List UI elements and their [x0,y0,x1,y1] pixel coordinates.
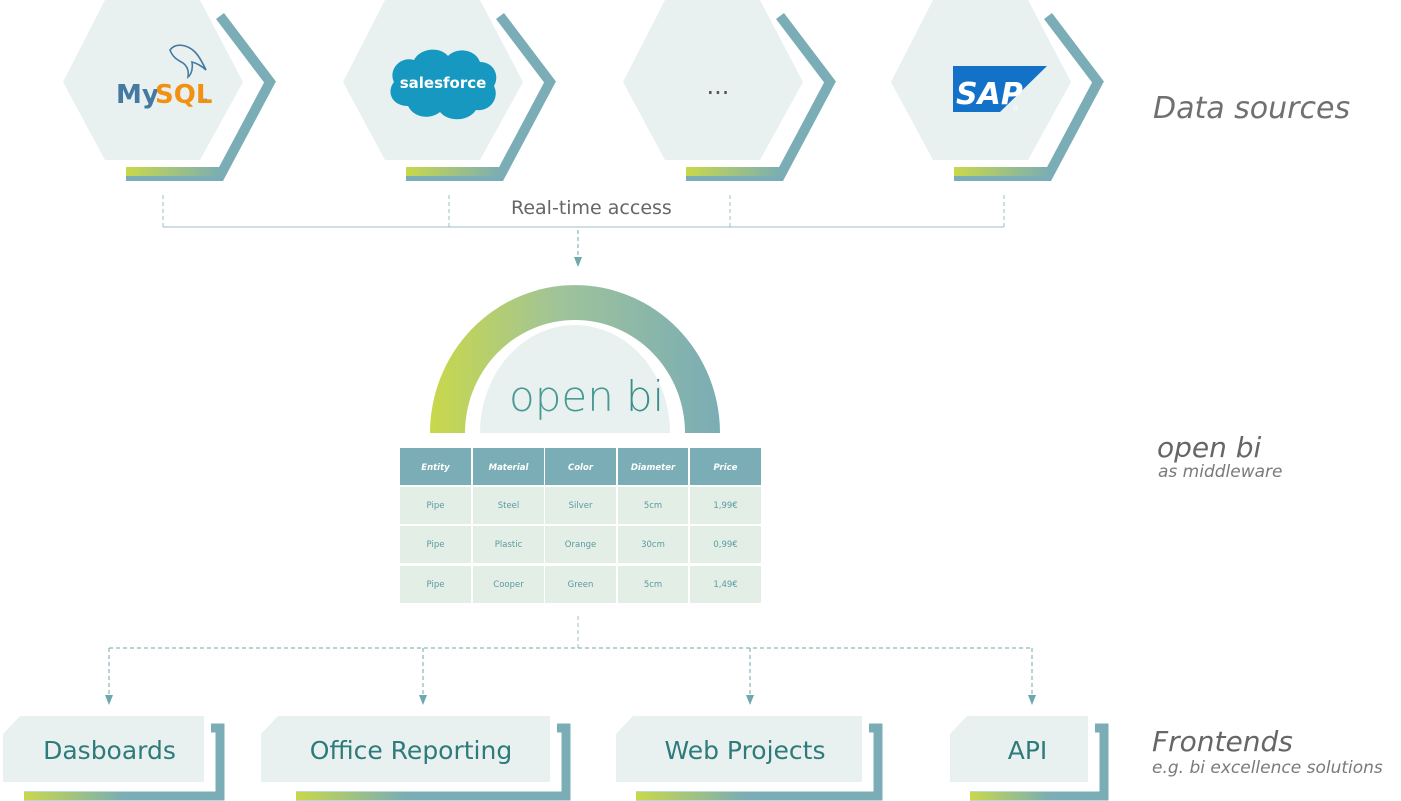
more-sources-ellipsis: ... [707,72,730,100]
table-cell-text: Steel [498,501,520,511]
frontend-label-api: API [1007,736,1048,765]
table-cell [400,526,471,563]
table-header-text: Price [714,463,738,473]
table-cell [545,566,616,603]
table-cell-text: Pipe [427,540,445,550]
openbi-brand-bi: bi [625,372,665,421]
mysql-logo-icon: My SQL ™ [116,44,212,110]
frontend-api [950,716,1109,801]
table-cell [473,566,544,603]
salesforce-text: salesforce [400,74,487,92]
middleware-subtitle: as middleware [1158,462,1283,482]
table-cell-text: Pipe [427,501,445,511]
table-cell-text: 5cm [644,501,662,511]
table-header-cell [473,448,544,485]
frontend-label-dashboards: Dasboards [43,736,176,765]
frontend-dashboards [3,716,225,801]
table-cell [690,487,761,524]
sap-text: SAP [956,77,1023,112]
frontends-subtitle: e.g. bi excellence solutions [1152,758,1383,778]
openbi-brand-open: open [509,372,614,421]
table-header-text: Entity [421,463,450,473]
table-cell [690,526,761,563]
frontend-label-office-reporting: Office Reporting [309,736,513,765]
top-connector-lines [162,195,1005,267]
frontends-title: Frontends [1152,725,1293,758]
table-cell [545,487,616,524]
mysql-trademark: ™ [202,98,208,105]
table-cell [400,487,471,524]
table-header-text: Diameter [631,463,676,473]
table-cell [618,566,688,603]
table-cell [618,487,688,524]
table-header-cell [545,448,616,485]
table-cell [618,526,688,563]
table-header-cell [690,448,761,485]
realtime-access-label: Real-time access [511,197,672,219]
table-cell-text: 1,49€ [713,580,737,590]
table-header-text: Color [568,463,594,473]
salesforce-cloud-icon: salesforce [390,49,497,120]
table-cell-text: Silver [569,501,593,511]
sap-registered: ® [1012,105,1019,113]
table-cell-text: 30cm [641,540,665,550]
mysql-text-my: My [116,80,159,110]
table-cell-text: Cooper [493,580,524,590]
table-cell-text: Orange [565,540,596,550]
table-cell [473,526,544,563]
table-header-cell [618,448,688,485]
sap-logo-icon: SAP ® [953,66,1047,113]
data-source-salesforce: salesforce [343,0,556,181]
bottom-connector-lines [105,616,1036,705]
openbi-arc [430,285,720,433]
frontend-label-web-projects: Web Projects [664,736,826,765]
table-cell-text: 0,99€ [713,540,737,550]
frontend-office-reporting [261,716,571,801]
table-cell-text: Green [568,580,594,590]
table-cell-text: Pipe [427,580,445,590]
middleware-title: open bi [1157,431,1262,464]
table-cell [690,566,761,603]
data-source-sap: SAP ® [891,0,1104,181]
data-sources-title: Data sources [1153,91,1351,126]
table-cell-text: Plastic [495,540,523,550]
data-source-more: ... [623,0,836,181]
table-cell-text: 1,99€ [713,501,737,511]
table-cell-text: 5cm [644,580,662,590]
data-source-mysql: My SQL ™ [63,0,276,181]
table-header-cell [400,448,471,485]
table-cell [473,487,544,524]
frontend-web-projects [616,716,883,801]
mysql-text-sql: SQL [155,80,212,110]
table-cell [545,526,616,563]
table-header-text: Material [489,463,530,473]
table-cell [400,566,471,603]
